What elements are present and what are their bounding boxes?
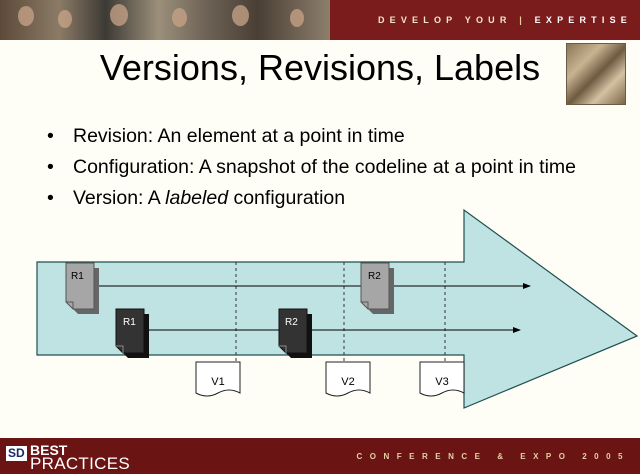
tagline-part2: EXPERTISE bbox=[534, 15, 632, 25]
bullet-item: •Revision: An element at a point in time bbox=[47, 125, 405, 147]
footer-banner bbox=[0, 438, 640, 474]
decorative-image bbox=[566, 43, 626, 105]
version-label-shape: V3 bbox=[419, 361, 465, 397]
bullet-item: •Version: A labeled configuration bbox=[47, 187, 346, 209]
version-label-shape: V2 bbox=[325, 361, 371, 397]
header-banner: DEVELOP YOUR | EXPERTISE bbox=[0, 0, 640, 40]
version-label: V2 bbox=[341, 376, 354, 388]
bullet-item: •Configuration: A snapshot of the codeli… bbox=[47, 156, 577, 178]
revision-label: R2 bbox=[368, 271, 381, 282]
revision-doc: R1 bbox=[115, 308, 149, 358]
sd-best-practices-logo: SD BEST PRACTICES bbox=[2, 442, 202, 472]
slide-title: Versions, Revisions, Labels bbox=[99, 47, 541, 88]
bullet-text: Revision: An element at a point in time bbox=[73, 125, 405, 147]
big-arrow bbox=[36, 208, 639, 409]
revision-doc: R1 bbox=[65, 262, 99, 314]
bullet-emphasis: labeled bbox=[165, 187, 229, 209]
revision-doc: R2 bbox=[360, 262, 394, 314]
logo-sd: SD bbox=[6, 446, 27, 461]
revision-doc: R2 bbox=[278, 308, 312, 358]
bullet-text-after: configuration bbox=[228, 187, 346, 209]
bullet-list: •Revision: An element at a point in time… bbox=[43, 124, 603, 217]
version-label-shape: V1 bbox=[195, 361, 241, 397]
conference-tagline: CONFERENCE & EXPO 2005 bbox=[356, 452, 630, 461]
bullet-text: Configuration: A snapshot of the codelin… bbox=[73, 156, 577, 178]
version-label: V3 bbox=[435, 376, 448, 388]
revision-label: R1 bbox=[123, 317, 136, 328]
version-guide-lines bbox=[235, 262, 446, 362]
header-photo bbox=[0, 0, 330, 40]
version-label: V1 bbox=[211, 376, 224, 388]
logo-best: BEST bbox=[30, 442, 68, 458]
revision-label: R2 bbox=[285, 317, 298, 328]
revision-label: R1 bbox=[71, 271, 84, 282]
bullet-text-before: Version: A bbox=[73, 187, 166, 209]
logo-practices: PRACTICES bbox=[30, 454, 130, 473]
tagline-part1: DEVELOP YOUR bbox=[377, 15, 512, 25]
header-tagline: DEVELOP YOUR | EXPERTISE bbox=[377, 15, 632, 25]
